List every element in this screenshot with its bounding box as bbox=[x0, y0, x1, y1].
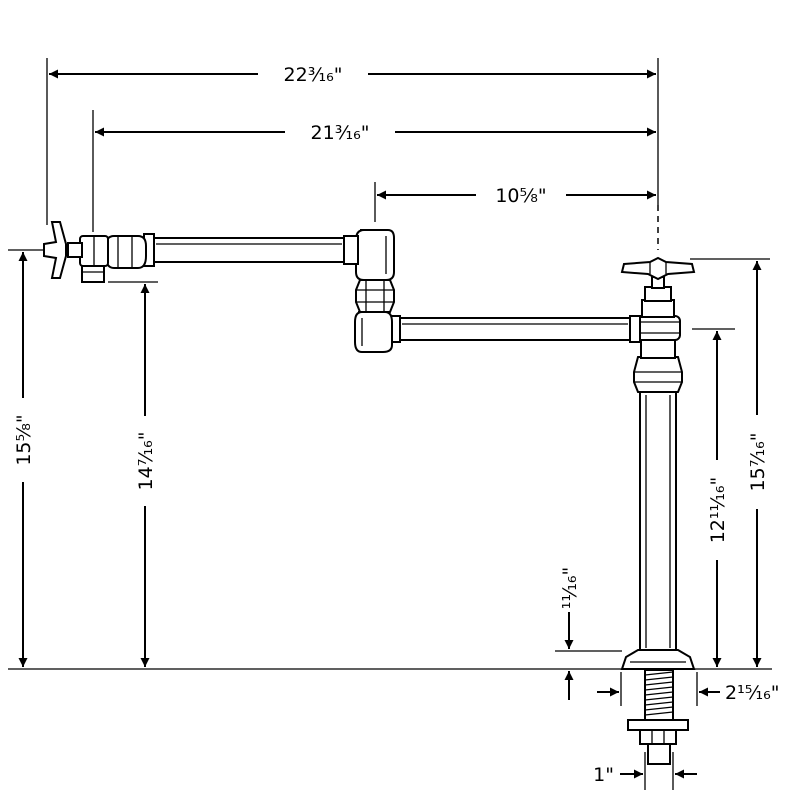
lower-arm bbox=[397, 317, 633, 341]
supply-inlet bbox=[647, 743, 671, 765]
dimension-labels: 22³⁄₁₆" 21³⁄₁₆" 10⁵⁄₈" 15⁵⁄₈" 14⁷⁄₁₆" 15… bbox=[9, 62, 779, 786]
mounting-nut-plate bbox=[627, 719, 689, 731]
bonnet bbox=[641, 299, 675, 318]
upper-arm bbox=[151, 237, 347, 263]
outlet-body bbox=[105, 235, 147, 269]
label-spout-reach: 21³⁄₁₆" bbox=[311, 122, 370, 144]
lower-arm-end-collar bbox=[629, 315, 641, 343]
label-joint-to-center: 10⁵⁄₈" bbox=[495, 185, 546, 207]
label-outlet-clearance: 14⁷⁄₁₆" bbox=[135, 432, 157, 491]
lower-hex-nut bbox=[633, 356, 683, 393]
lower-swing-joint bbox=[354, 311, 393, 353]
left-cross-handle bbox=[43, 221, 67, 279]
label-shank-diameter: 1" bbox=[593, 764, 614, 786]
upper-arm-collar bbox=[343, 235, 359, 265]
label-outlet-total-height: 15⁵⁄₈" bbox=[13, 414, 35, 465]
label-handle-height: 15⁷⁄₁₆" bbox=[747, 433, 769, 492]
label-body-height: 12¹¹⁄₁₆" bbox=[707, 477, 729, 544]
valve-body bbox=[635, 315, 681, 341]
right-cross-handle bbox=[620, 256, 696, 281]
center-hex-nut bbox=[355, 279, 395, 313]
pot-filler-faucet bbox=[43, 221, 696, 765]
label-overall-reach: 22³⁄₁₆" bbox=[284, 64, 343, 86]
mounting-nut bbox=[639, 729, 677, 745]
base-flange bbox=[620, 649, 696, 670]
label-flange-diameter: 2¹⁵⁄₁₆" bbox=[725, 682, 779, 704]
upper-swing-joint bbox=[355, 229, 395, 281]
bonnet-cap bbox=[644, 286, 672, 302]
label-flange-height: ¹¹⁄₁₆" bbox=[559, 567, 581, 609]
aerator bbox=[81, 265, 105, 283]
left-handle-hub bbox=[67, 242, 83, 258]
